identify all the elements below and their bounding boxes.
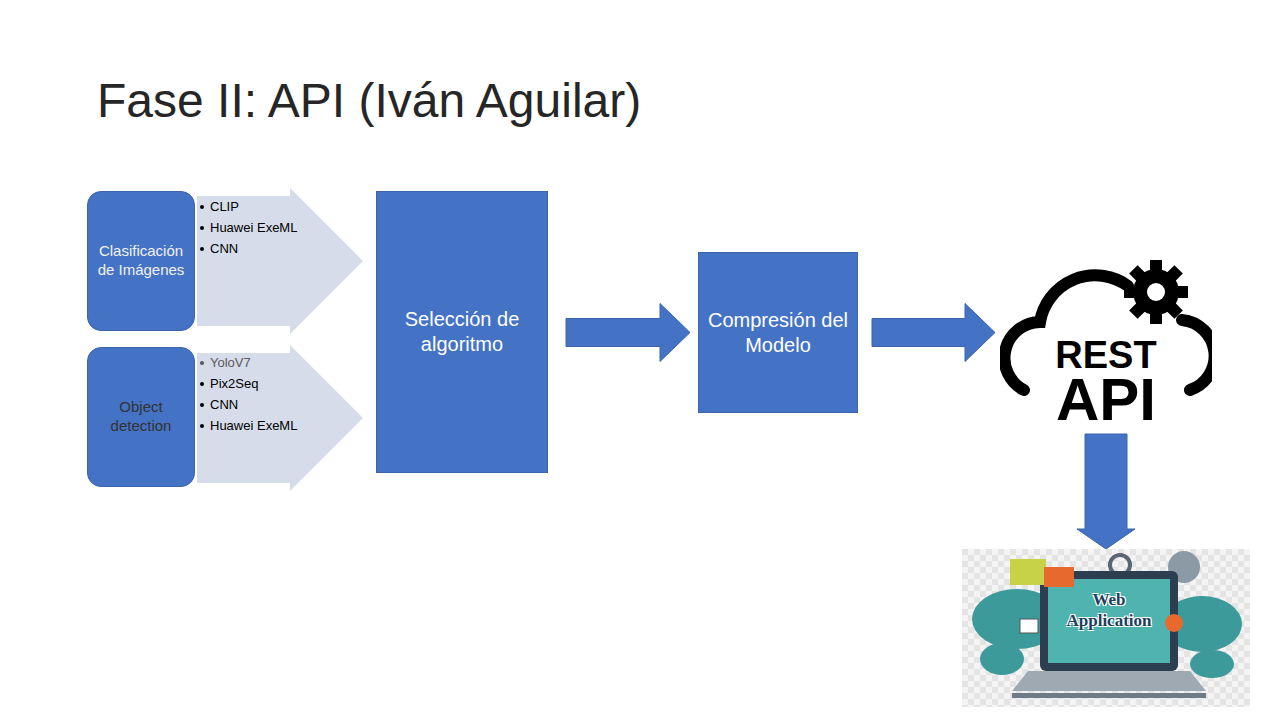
box-label: Compresión del Modelo	[705, 308, 851, 358]
calendar-symbol	[1020, 619, 1038, 633]
box-label: Clasificación de Imágenes	[94, 242, 188, 280]
block-arrow	[872, 304, 995, 362]
laptop-screen	[1048, 579, 1170, 663]
gear-symbol	[1124, 260, 1188, 324]
gear-hole	[1147, 283, 1165, 301]
slide-title: Fase II: API (Iván Aguilar)	[97, 72, 641, 130]
laptop-edge	[1012, 693, 1206, 698]
chat-bubble	[1010, 559, 1046, 585]
icon-label: API	[1000, 370, 1212, 430]
laptop-base	[1012, 671, 1206, 691]
web-application-illustration: Web Application	[962, 549, 1250, 707]
chat-bubble	[1044, 567, 1074, 587]
bullet-dot	[200, 205, 204, 209]
map-continent	[980, 643, 1024, 675]
process-box: Compresión del Modelo	[698, 252, 858, 413]
algorithm-name: CNN	[210, 397, 238, 413]
process-box: Selección de algoritmo	[376, 191, 548, 473]
bullet-dot	[200, 247, 204, 251]
algorithm-name: CLIP	[210, 199, 239, 215]
list-item: Pix2Seq	[200, 376, 258, 392]
text-stack: Object detection	[94, 398, 188, 436]
bullet-dot	[200, 361, 204, 365]
box-label: Selección de algoritmo	[383, 307, 541, 357]
algorithm-list-arrow: CLIP Huawei ExeML CNN	[197, 188, 363, 334]
algorithm-list-arrow: YoloV7Pix2SeqCNN Huawei ExeML	[197, 345, 363, 491]
text-stack: Compresión del Modelo	[705, 308, 851, 358]
block-arrow	[566, 304, 690, 362]
chevron-fill	[197, 188, 363, 334]
bullet-dot	[200, 382, 204, 386]
rest-api-icon: RESTAPI	[1000, 250, 1212, 432]
text-stack: Clasificación de Imágenes	[94, 242, 188, 280]
list-item: Huawei ExeML	[200, 220, 297, 236]
map-continent	[1190, 650, 1234, 678]
algorithm-name: Huawei ExeML	[210, 418, 297, 434]
icon-label: REST	[1000, 336, 1212, 374]
list-item: CNN	[200, 241, 238, 257]
algorithm-name: CNN	[210, 241, 238, 257]
checker-ground	[962, 549, 1250, 707]
chevron-fill	[197, 345, 363, 491]
bullet-dot	[200, 403, 204, 407]
category-box: Clasificación de Imágenes	[87, 191, 195, 331]
gear-body	[1133, 269, 1179, 315]
list-item: YoloV7	[200, 355, 251, 371]
bullet-dot	[200, 424, 204, 428]
screen-label: Web Application	[1050, 589, 1168, 632]
list-item: CLIP	[200, 199, 239, 215]
block-arrow	[1077, 434, 1135, 549]
list-item: CNN	[200, 397, 238, 413]
algorithm-name: YoloV7	[210, 355, 251, 371]
text-stack: Selección de algoritmo	[383, 307, 541, 357]
user-symbol	[1165, 614, 1183, 632]
algorithm-name: Huawei ExeML	[210, 220, 297, 236]
category-box: Object detection	[87, 347, 195, 487]
list-item: Huawei ExeML	[200, 418, 297, 434]
bullet-dot	[200, 226, 204, 230]
algorithm-name: Pix2Seq	[210, 376, 258, 392]
cloud-outline	[1182, 320, 1212, 390]
box-label: Object detection	[94, 398, 188, 436]
